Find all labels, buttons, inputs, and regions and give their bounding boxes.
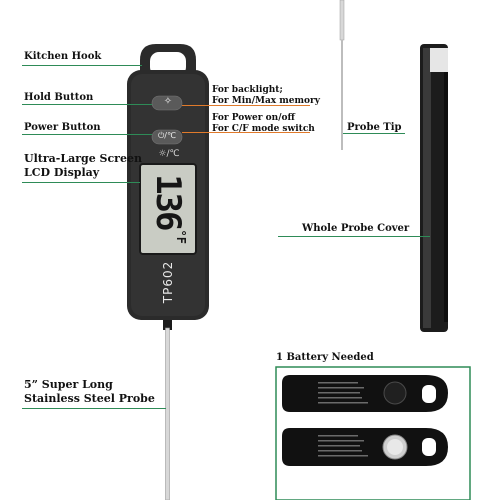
leader-power-button	[22, 134, 152, 135]
label-power-button: Power Button	[24, 122, 101, 133]
lcd-digits: 136	[148, 174, 188, 230]
label-probe-cover: Whole Probe Cover	[302, 223, 410, 234]
leader-steel-probe	[22, 408, 166, 409]
label-hold-button: Hold Button	[24, 92, 94, 103]
brand-logo-icon: ☼/℃	[158, 149, 180, 159]
label-lcd-display: Ultra-Large Screen LCD Display	[24, 152, 142, 179]
leader-kitchen-hook	[22, 65, 142, 66]
battery-illustration	[275, 366, 471, 500]
leader-probe-tip	[343, 133, 405, 134]
model-number: TP602	[160, 260, 175, 304]
hold-button-icon[interactable]: ✧	[163, 96, 173, 107]
label-steel-probe: 5” Super Long Stainless Steel Probe	[24, 378, 155, 405]
power-button-icon[interactable]: ⏻/℃	[157, 131, 176, 140]
lcd-unit: °F	[174, 229, 188, 244]
label-battery: 1 Battery Needed	[276, 352, 374, 363]
leader-hold-note	[182, 105, 310, 106]
probe-cover-graphic	[420, 44, 448, 332]
note-power-1: For Power on/off	[212, 113, 295, 123]
label-kitchen-hook: Kitchen Hook	[24, 51, 102, 62]
steel-probe	[163, 316, 172, 500]
lcd-reading: 136 °F	[140, 164, 196, 254]
note-power-2: For C/F mode switch	[212, 124, 315, 134]
probe-tip-graphic	[339, 0, 345, 150]
leader-probe-cover	[278, 236, 430, 237]
leader-power-note	[182, 132, 310, 133]
note-hold-2: For Min/Max memory	[212, 96, 321, 106]
note-hold-1: For backlight;	[212, 85, 283, 95]
leader-hold-button	[22, 104, 152, 105]
leader-lcd-display	[22, 182, 140, 183]
label-probe-tip: Probe Tip	[347, 122, 402, 133]
